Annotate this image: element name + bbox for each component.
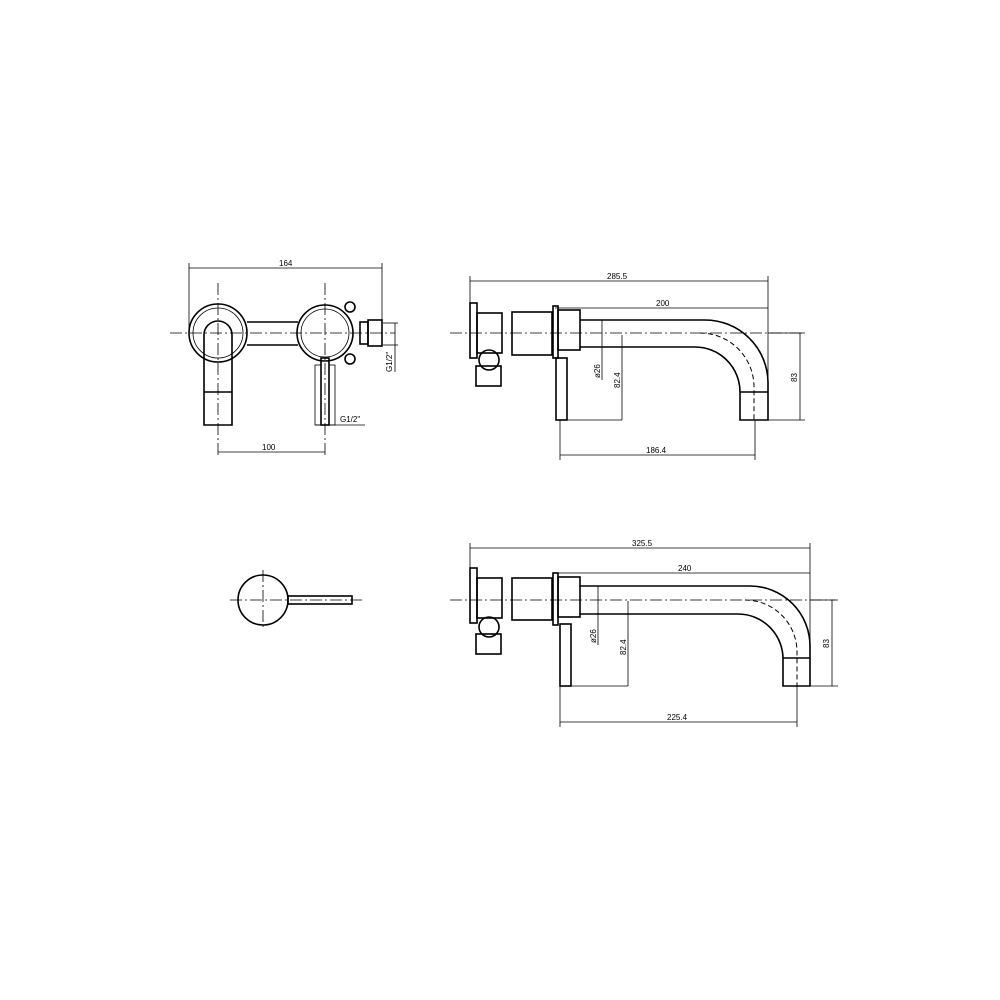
dim-325-5: 325.5 — [632, 539, 653, 548]
dim-225-4: 225.4 — [667, 713, 688, 722]
dim-186-4: 186.4 — [646, 446, 667, 455]
dim-83: 83 — [822, 639, 831, 648]
dim-thread-side: G1/2" — [385, 352, 394, 372]
side-view-200: 285.5 200 ø26 82.4 83 186.4 — [450, 272, 805, 460]
dim-240: 240 — [678, 564, 692, 573]
top-view — [230, 570, 365, 630]
dim-82-4: 82.4 — [619, 639, 628, 655]
dim-285-5: 285.5 — [607, 272, 628, 281]
dim-diameter: ø26 — [589, 629, 598, 643]
dim-83: 83 — [790, 373, 799, 382]
dim-thread-bottom: G1/2" — [340, 415, 360, 424]
dim-100: 100 — [262, 443, 276, 452]
side-view-240: 325.5 240 ø26 82.4 83 225.4 — [450, 539, 838, 727]
dim-200: 200 — [656, 299, 670, 308]
dim-82-4: 82.4 — [613, 372, 622, 388]
front-view: 164 100 G1/2" G1/2" — [170, 259, 398, 455]
dim-164: 164 — [279, 259, 293, 268]
dim-diameter: ø26 — [593, 364, 602, 378]
